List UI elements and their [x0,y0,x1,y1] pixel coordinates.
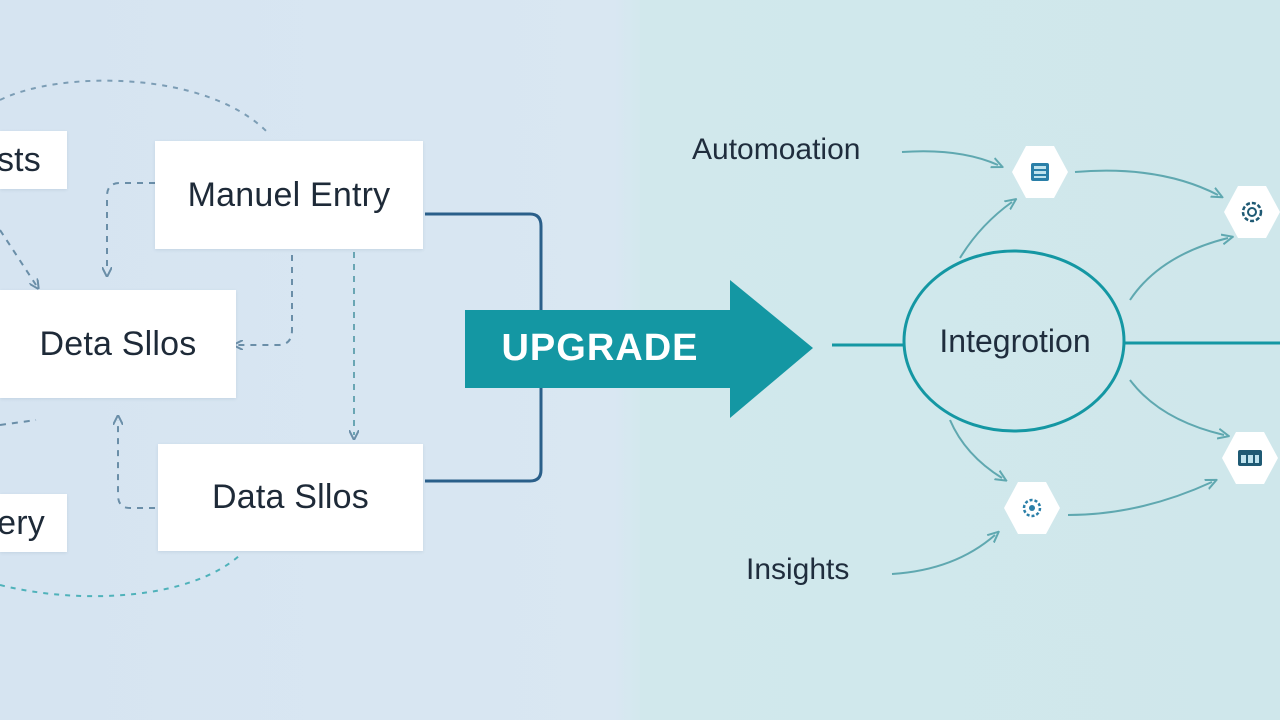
dashed-arrow-left-mid [0,419,37,426]
partial-top-label: sts [0,140,41,179]
upgrade-label: UPGRADE [501,326,699,369]
manual-entry-box: Manuel Entry [155,141,423,249]
dashboard-icon [1222,432,1278,484]
arrow-ellipse-to-settings [949,419,1002,478]
arrow-automation-to-server [901,150,998,165]
data-silos-box-middle: Deta Sllos [0,290,236,398]
dashed-arrow-up-from-silos [118,420,155,509]
partial-bottom-box: ery [0,494,67,552]
automation-label: Automoation [692,133,861,166]
dashed-arrow-back-to-silos [238,255,293,345]
arrow-ellipse-to-dashboard [1129,379,1224,435]
upgrade-arrow [465,280,813,418]
integration-ellipse [902,249,1126,433]
arrow-insights-to-settings [891,535,995,575]
integration-label: Integrotion [939,322,1091,359]
manual-entry-label: Manuel Entry [187,175,391,214]
arrow-ellipse-to-gear [1129,238,1228,301]
insights-label: Insights [746,553,850,586]
dashed-loop-top [0,79,271,136]
server-icon [1012,146,1068,198]
arrow-settings-to-dashboard [1067,482,1212,516]
arrow-ellipse-to-server [959,202,1012,259]
partial-bottom-label: ery [0,503,45,542]
data-silos-box-bottom: Data Sllos [158,444,423,551]
dashed-arrow-manual-to-silos [107,182,155,272]
data-silos-bottom-label: Data Sllos [212,478,369,516]
data-silos-middle-label: Deta Sllos [39,324,197,363]
arrow-server-to-gear [1074,169,1218,195]
dashed-loop-bottom [0,554,241,598]
gear-icon [1224,186,1280,238]
partial-top-box: sts [0,131,67,189]
dashed-arrow-left-top [0,229,36,285]
